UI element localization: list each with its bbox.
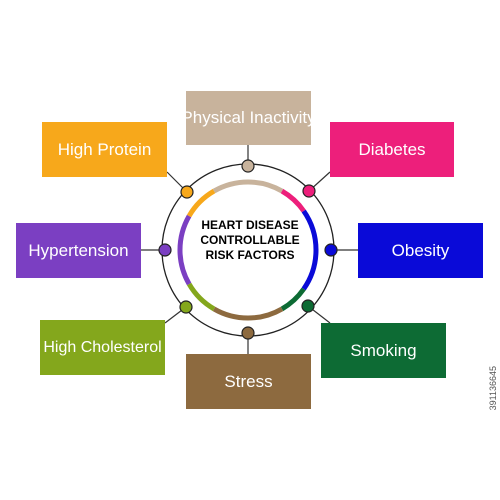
factor-label-hypertension: Hypertension — [28, 240, 129, 260]
factor-label-obesity: Obesity — [391, 240, 450, 260]
arc-physical-inactivity — [212, 179, 284, 194]
factor-label-high-protein: High Protein — [57, 139, 152, 159]
factor-label-stress: Stress — [224, 371, 273, 391]
arc-high-protein — [186, 188, 216, 218]
dot-stress — [241, 326, 255, 340]
dot-smoking — [301, 299, 315, 313]
arc-high-cholesterol — [186, 282, 216, 312]
watermark-id: 391136645 — [488, 365, 498, 410]
dot-diabetes — [302, 184, 316, 198]
factor-label-smoking: Smoking — [350, 340, 417, 360]
factor-box-high-cholesterol: High Cholesterol — [40, 320, 165, 375]
factor-box-obesity: Obesity — [358, 223, 483, 278]
factor-box-smoking: Smoking — [321, 323, 446, 378]
arc-diabetes — [280, 188, 306, 213]
dot-high-cholesterol — [179, 300, 193, 314]
dot-hypertension — [158, 243, 172, 257]
center-title-line-3: RISK FACTORS — [205, 248, 295, 262]
center-title: HEART DISEASE CONTROLLABLE RISK FACTORS — [190, 218, 310, 263]
factor-box-physical-inactivity: Physical Inactivity — [181, 91, 316, 145]
dot-physical-inactivity — [241, 159, 255, 173]
factor-box-diabetes: Diabetes — [330, 122, 454, 177]
factor-label-physical-inactivity: Physical Inactivity — [181, 108, 316, 127]
dot-high-protein — [180, 185, 194, 199]
factor-box-hypertension: Hypertension — [16, 223, 141, 278]
arc-hypertension — [177, 214, 192, 286]
arc-smoking — [280, 287, 306, 312]
factor-box-stress: Stress — [186, 354, 311, 409]
center-title-line-1: HEART DISEASE — [201, 218, 299, 232]
factor-label-diabetes: Diabetes — [358, 139, 426, 159]
factor-box-high-protein: High Protein — [42, 122, 167, 177]
factor-label-high-cholesterol: High Cholesterol — [43, 338, 162, 356]
arc-stress — [212, 306, 284, 321]
center-title-line-2: CONTROLLABLE — [200, 233, 300, 247]
arc-obesity — [301, 209, 319, 291]
dot-obesity — [324, 243, 338, 257]
